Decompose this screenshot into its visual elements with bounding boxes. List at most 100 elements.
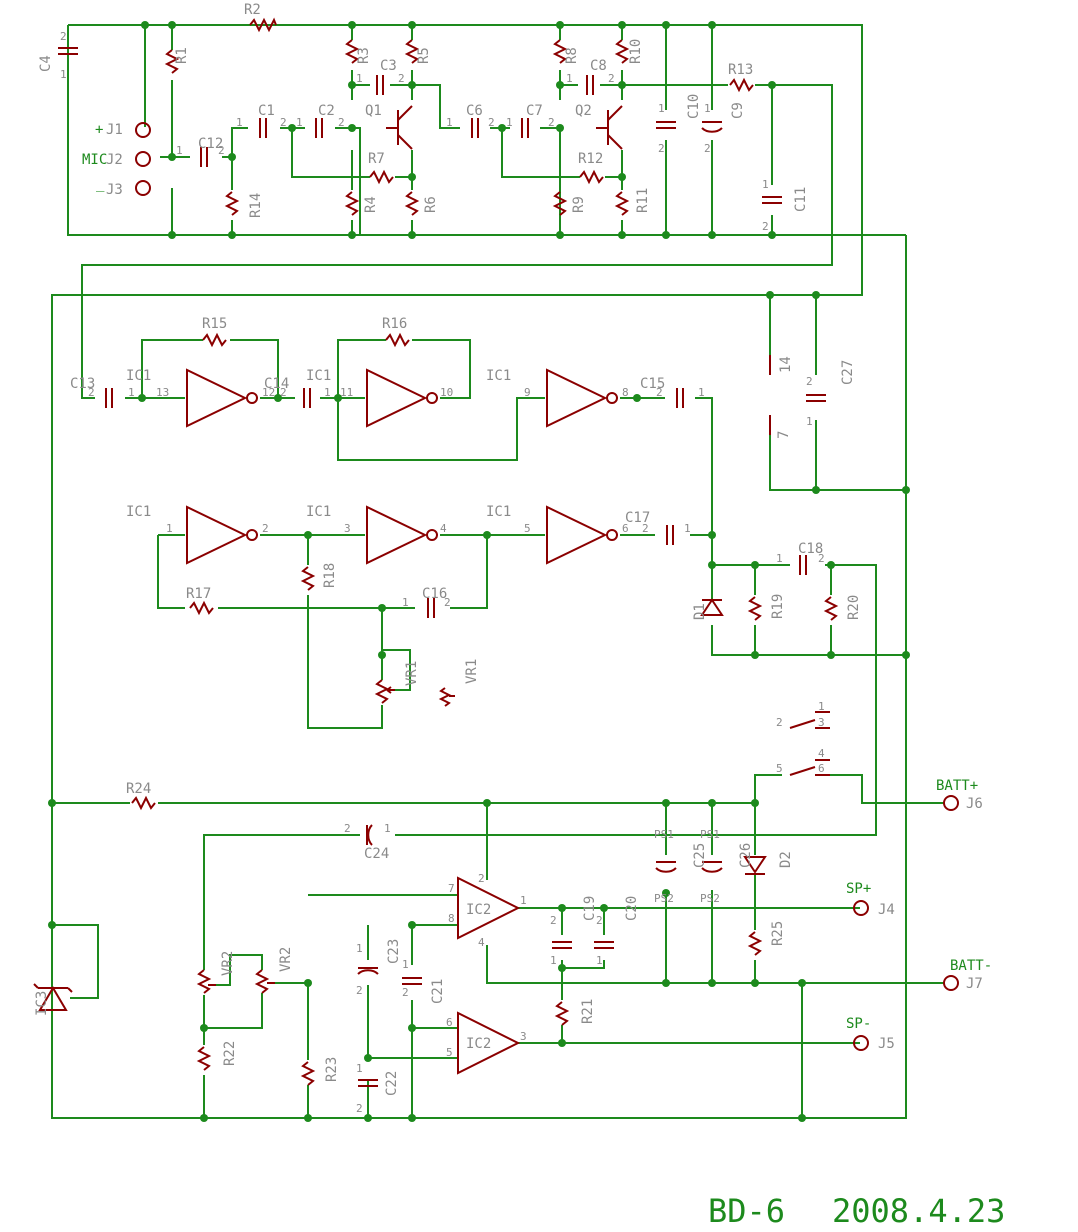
label-pin14: 14 [778, 356, 794, 373]
pin-ic2-5: 5 [446, 1046, 453, 1059]
capacitor-c21 [402, 977, 422, 985]
pin-c24-1: 1 [384, 822, 391, 835]
junctions [48, 21, 910, 1122]
capacitor-c22 [358, 1079, 378, 1087]
resistor-r6 [404, 191, 420, 216]
inverter-3-4 [366, 505, 438, 565]
resistor-r25 [747, 931, 763, 956]
label-r25: R25 [770, 921, 786, 946]
pin-sw-1: 1 [818, 700, 825, 713]
capacitor-c12 [200, 147, 208, 167]
label-r16: R16 [382, 316, 407, 332]
label-r24: R24 [126, 781, 151, 797]
label-c7: C7 [526, 103, 543, 119]
resistor-r13 [729, 77, 754, 93]
opamp-ic2a [457, 876, 521, 940]
label-r5: R5 [416, 47, 432, 64]
inverter-5-6 [546, 505, 618, 565]
pin-ic2-4: 4 [478, 936, 485, 949]
label-ic1-d: IC1 [126, 504, 151, 520]
pot-vr1-ghost [438, 687, 455, 707]
resistor-r3 [344, 39, 360, 64]
capacitor-c27 [806, 394, 826, 402]
label-c17: C17 [625, 510, 650, 526]
net-sp-plus: SP+ [846, 881, 871, 897]
resistor-r22 [196, 1046, 212, 1071]
capacitor-c7 [521, 118, 529, 138]
net-batt-minus: BATT- [950, 958, 992, 974]
resistor-r4 [344, 191, 360, 216]
resistor-r1 [164, 49, 180, 74]
pin-c1-1: 1 [236, 116, 243, 129]
connector-j1 [135, 122, 151, 138]
pin-c25-ps2: PS2 [654, 892, 674, 905]
label-ic3: IC3 [34, 991, 50, 1016]
board-date: 2008.4.23 [832, 1192, 1005, 1230]
title-block: BD-6 2008.4.23 [708, 1192, 1005, 1230]
label-r19: R19 [770, 594, 786, 619]
pin-11: 11 [340, 386, 353, 399]
capacitor-c9 [701, 121, 723, 133]
pin-c19-1: 1 [550, 954, 557, 967]
label-pin7: 7 [776, 431, 792, 439]
capacitor-c14 [303, 388, 311, 408]
pin-c12-1: 1 [176, 144, 183, 157]
label-r18: R18 [322, 563, 338, 588]
pin-c13-1: 1 [128, 386, 135, 399]
resistor-r23 [300, 1061, 316, 1086]
pin-c4-1: 1 [60, 68, 67, 81]
net-sp-minus: SP- [846, 1016, 871, 1032]
label-d1: D1 [692, 603, 708, 620]
label-c20: C20 [624, 896, 640, 921]
label-j5: J5 [878, 1036, 895, 1052]
pin-c26-ps1: PS1 [700, 828, 720, 841]
inverter-13-12 [186, 368, 258, 428]
resistor-r14 [224, 191, 240, 216]
switch-sw1 [789, 711, 830, 729]
pin-3: 3 [344, 522, 351, 535]
pin-ic2-6: 6 [446, 1016, 453, 1029]
label-vr2-b: VR2 [278, 947, 294, 972]
capacitor-c23 [357, 967, 379, 975]
capacitor-c15 [676, 388, 684, 408]
inverter-11-10 [366, 368, 438, 428]
pin-c3-1: 1 [356, 72, 363, 85]
pin-c27-2: 2 [806, 375, 813, 388]
parts [33, 17, 839, 1087]
pin-c25-ps1: PS1 [654, 828, 674, 841]
label-r22: R22 [222, 1041, 238, 1066]
label-r8: R8 [564, 47, 580, 64]
pin-c20-2: 2 [596, 914, 603, 927]
pin-c16-2: 2 [444, 596, 451, 609]
label-c15: C15 [640, 376, 665, 392]
pin-c13-2: 2 [88, 386, 95, 399]
pin-6: 6 [622, 522, 629, 535]
label-r10: R10 [628, 39, 644, 64]
capacitor-c6 [471, 118, 479, 138]
capacitor-c25 [655, 861, 677, 873]
connector-j2 [135, 151, 151, 167]
pot-vr2-b [254, 969, 275, 994]
label-c21: C21 [430, 979, 446, 1004]
net-j2: MIC [82, 152, 107, 168]
connector-j4 [853, 900, 869, 916]
pin-10: 10 [440, 386, 453, 399]
pin-c6-1: 1 [446, 116, 453, 129]
pin-c3-2: 2 [398, 72, 405, 85]
label-r11: R11 [635, 188, 651, 213]
label-ic1-c: IC1 [486, 368, 511, 384]
pin-c24-2: 2 [344, 822, 351, 835]
labels: R2 R1 R3 R5 R8 R10 C3 C8 R13 C4 Q1 Q2 C1… [34, 2, 992, 1115]
pin-c22-1: 1 [356, 1062, 363, 1075]
pin-ic2-8: 8 [448, 912, 455, 925]
pin-c21-2: 2 [402, 986, 409, 999]
resistor-r2 [249, 17, 277, 33]
connector-j3 [135, 180, 151, 196]
label-r13: R13 [728, 62, 753, 78]
label-c8: C8 [590, 58, 607, 74]
pin-c19-2: 2 [550, 914, 557, 927]
label-ic1-a: IC1 [126, 368, 151, 384]
resistor-r17 [189, 600, 214, 616]
pin-c17-2: 2 [642, 522, 649, 535]
pin-c12-2: 2 [218, 144, 225, 157]
